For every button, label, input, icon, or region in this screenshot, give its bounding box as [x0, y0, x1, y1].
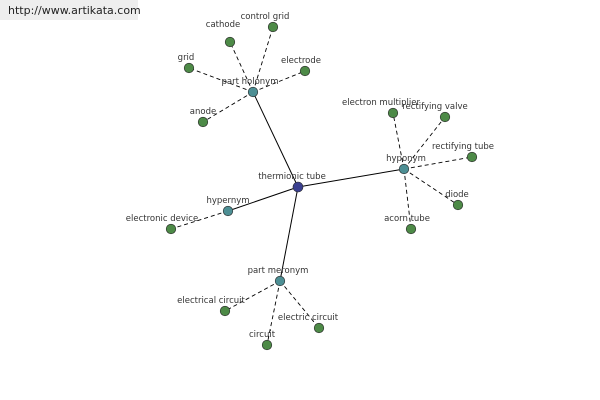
leaf-label-electron-multiplier: electron multiplier [342, 98, 420, 108]
edge-hyponym-diode [403, 168, 459, 206]
node-layer [165, 21, 478, 351]
center-label: thermionic tube [258, 172, 326, 182]
relation-node-hyponym[interactable] [398, 163, 410, 175]
center-node[interactable] [292, 181, 304, 193]
edge-holonym-grid [188, 67, 254, 93]
leaf-label-rectifying-valve: rectifying valve [402, 102, 468, 112]
leaf-node-diode[interactable] [452, 199, 464, 211]
relation-label-meronym: part meronym [248, 266, 309, 276]
edge-meronym-electrical-circuit [224, 280, 281, 312]
relation-node-holonym[interactable] [247, 86, 259, 98]
edge-hyponym-electron-multiplier [392, 112, 405, 170]
edge-meronym-electric-circuit [279, 280, 320, 329]
edge-holonym-electrode [252, 70, 306, 93]
edge-holonym-control-grid [252, 26, 274, 93]
edge-center-hypernym [227, 186, 299, 212]
leaf-label-electric-circuit: electric circuit [278, 313, 339, 323]
leaf-label-electrical-circuit: electrical circuit [177, 296, 245, 306]
relation-label-hypernym: hypernym [206, 196, 249, 206]
leaf-node-electronic-device[interactable] [165, 223, 177, 235]
leaf-label-diode: diode [445, 190, 469, 200]
edge-meronym-circuit [266, 280, 281, 346]
leaf-label-cathode: cathode [206, 20, 240, 30]
leaf-node-grid[interactable] [183, 62, 195, 74]
leaf-label-control-grid: control grid [241, 12, 290, 22]
leaf-node-rectifying-tube[interactable] [466, 151, 478, 163]
edge-center-holonym [252, 91, 299, 188]
leaf-label-grid: grid [178, 53, 195, 63]
url-banner: http://www.artikata.com [0, 0, 141, 20]
edge-hypernym-electronic-device [170, 210, 229, 230]
relation-node-hypernym[interactable] [222, 205, 234, 217]
edge-holonym-cathode [229, 41, 254, 93]
edge-layer [170, 26, 473, 346]
leaf-node-cathode[interactable] [224, 36, 236, 48]
leaf-label-circuit: circuit [249, 330, 276, 340]
leaf-node-circuit[interactable] [261, 339, 273, 351]
leaf-label-rectifying-tube: rectifying tube [432, 142, 494, 152]
leaf-node-electron-multiplier[interactable] [387, 107, 399, 119]
leaf-node-electrical-circuit[interactable] [219, 305, 231, 317]
leaf-node-rectifying-valve[interactable] [439, 111, 451, 123]
relation-node-meronym[interactable] [274, 275, 286, 287]
url-link[interactable]: http://www.artikata.com [8, 4, 141, 17]
leaf-label-anode: anode [190, 107, 216, 117]
leaf-label-electrode: electrode [281, 56, 321, 66]
relation-label-holonym: part holonym [222, 77, 279, 87]
leaf-node-acorn-tube[interactable] [405, 223, 417, 235]
leaf-node-electrode[interactable] [299, 65, 311, 77]
leaf-node-anode[interactable] [197, 116, 209, 128]
leaf-label-acorn-tube: acorn tube [384, 214, 430, 224]
edge-center-meronym [279, 186, 299, 282]
edge-center-hyponym [297, 168, 405, 188]
leaf-node-control-grid[interactable] [267, 21, 279, 33]
leaf-label-electronic-device: electronic device [126, 214, 198, 224]
edge-hyponym-rectifying-tube [403, 156, 473, 170]
edge-hyponym-acorn-tube [403, 168, 412, 230]
relation-label-hyponym: hyponym [386, 154, 426, 164]
leaf-node-electric-circuit[interactable] [313, 322, 325, 334]
edge-holonym-anode [202, 91, 254, 123]
